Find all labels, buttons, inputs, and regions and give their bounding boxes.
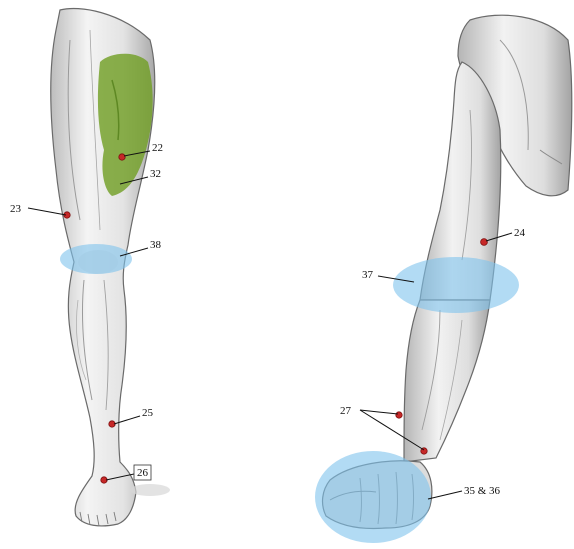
point-27-upper	[396, 412, 402, 418]
label-24: 24	[514, 227, 526, 239]
label-35-36: 35 & 36	[464, 485, 501, 497]
leader-35-36	[428, 491, 462, 499]
label-37: 37	[362, 269, 374, 281]
label-38: 38	[150, 239, 162, 251]
point-22	[119, 154, 125, 160]
label-23: 23	[10, 203, 22, 215]
label-27: 27	[340, 405, 352, 417]
thigh-highlight	[98, 54, 153, 196]
label-25: 25	[142, 407, 154, 419]
label-26: 26	[137, 467, 149, 479]
fist-highlight	[315, 451, 431, 543]
arm-figure	[315, 15, 572, 543]
label-32: 32	[150, 168, 161, 180]
leg-figure	[51, 9, 170, 526]
heel-shadow	[130, 484, 170, 496]
label-22: 22	[152, 142, 163, 154]
leader-23	[28, 208, 66, 215]
forearm-outline	[404, 300, 490, 462]
knee-band-highlight	[60, 244, 132, 274]
forearm-band-highlight	[393, 257, 519, 313]
point-24	[481, 239, 488, 246]
